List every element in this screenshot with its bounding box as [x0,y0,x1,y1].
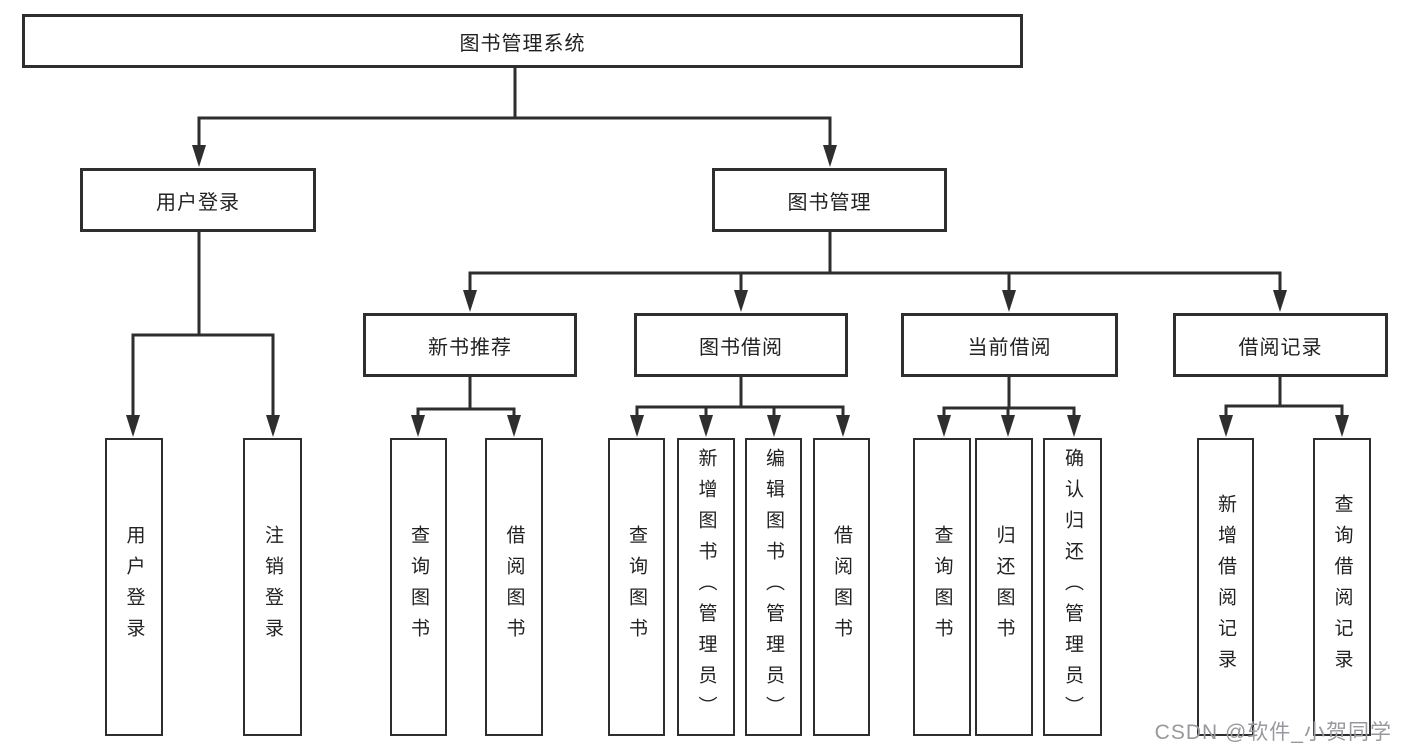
leaf-recommend-query-book: 查询图书 [390,438,447,736]
arrow-leaf-recommend-2 [507,415,521,437]
arrow-leaf-borrow-3 [767,415,781,437]
leaf-confirm-return-admin: 确认归还（管理员） [1043,438,1102,736]
node-root-label: 图书管理系统 [459,32,586,55]
edge-recommend-branch [416,407,516,423]
arrow-to-user-login [192,145,206,167]
arrow-to-recommend [463,290,477,312]
arrowheads [126,145,1349,437]
edge-root-branch [197,116,832,150]
node-borrow-records: 借阅记录 [1173,313,1388,377]
node-current-borrow-label: 当前借阅 [967,336,1052,359]
arrow-leaf-records-1 [1219,415,1233,437]
arrow-leaf-borrow-1 [630,415,644,437]
node-book-management-label: 图书管理 [787,191,872,214]
node-new-book-recommend-label: 新书推荐 [428,336,512,359]
leaf-borrow-query-book-label: 查询图书 [626,525,647,649]
leaf-edit-book-admin-label: 编辑图书（管理员） [763,447,784,727]
node-current-borrow: 当前借阅 [901,313,1118,377]
node-user-login-label: 用户登录 [156,191,240,214]
leaf-add-book-admin: 新增图书（管理员） [677,438,735,736]
arrow-leaf-borrow-4 [836,415,850,437]
arrow-leaf-recommend-1 [411,415,425,437]
arrow-to-book-management [823,145,837,167]
edge-mgmt-branch [468,271,1282,295]
leaf-add-borrow-record: 新增借阅记录 [1197,438,1254,736]
leaf-user-login: 用户登录 [105,438,163,736]
leaf-confirm-return-admin-label: 确认归还（管理员） [1062,447,1083,727]
arrow-leaf-current-2 [1001,415,1015,437]
leaf-recommend-borrow-book: 借阅图书 [485,438,543,736]
leaf-current-query-book-label: 查询图书 [931,525,953,649]
edge-borrow-branch [635,405,845,423]
leaf-return-book: 归还图书 [975,438,1033,736]
arrow-leaf-login-1 [126,415,140,437]
arrow-leaf-current-3 [1067,415,1081,437]
leaf-logout: 注销登录 [243,438,302,736]
node-book-borrow-label: 图书借阅 [699,336,783,359]
node-book-management: 图书管理 [712,168,947,232]
leaf-borrow-book: 借阅图书 [813,438,870,736]
node-book-borrow: 图书借阅 [634,313,848,377]
leaf-borrow-query-book: 查询图书 [608,438,665,736]
edge-records-branch [1224,404,1344,423]
arrow-leaf-records-2 [1335,415,1349,437]
arrow-to-records [1273,290,1287,312]
leaf-query-borrow-record: 查询借阅记录 [1313,438,1371,736]
leaf-edit-book-admin: 编辑图书（管理员） [745,438,802,736]
node-root: 图书管理系统 [22,14,1023,68]
arrow-leaf-current-1 [937,415,951,437]
node-user-login: 用户登录 [80,168,316,232]
leaf-recommend-borrow-book-label: 借阅图书 [503,525,525,649]
node-new-book-recommend: 新书推荐 [363,313,577,377]
leaf-logout-label: 注销登录 [262,525,283,649]
leaf-return-book-label: 归还图书 [993,525,1015,649]
arrow-to-borrow [734,290,748,312]
arrow-leaf-borrow-2 [699,415,713,437]
leaf-add-book-admin-label: 新增图书（管理员） [695,447,717,727]
leaf-add-borrow-record-label: 新增借阅记录 [1215,494,1236,680]
leaf-user-login-label: 用户登录 [123,525,145,649]
arrow-leaf-login-2 [266,415,280,437]
leaf-recommend-query-book-label: 查询图书 [408,525,429,649]
leaf-current-query-book: 查询图书 [913,438,971,736]
leaf-borrow-book-label: 借阅图书 [831,525,852,649]
node-borrow-records-label: 借阅记录 [1238,336,1323,359]
edge-login-branch [131,333,275,421]
leaf-query-borrow-record-label: 查询借阅记录 [1331,494,1353,680]
arrow-to-current [1002,290,1016,312]
csdn-watermark: CSDN @软件_小贺同学 [1154,721,1392,744]
